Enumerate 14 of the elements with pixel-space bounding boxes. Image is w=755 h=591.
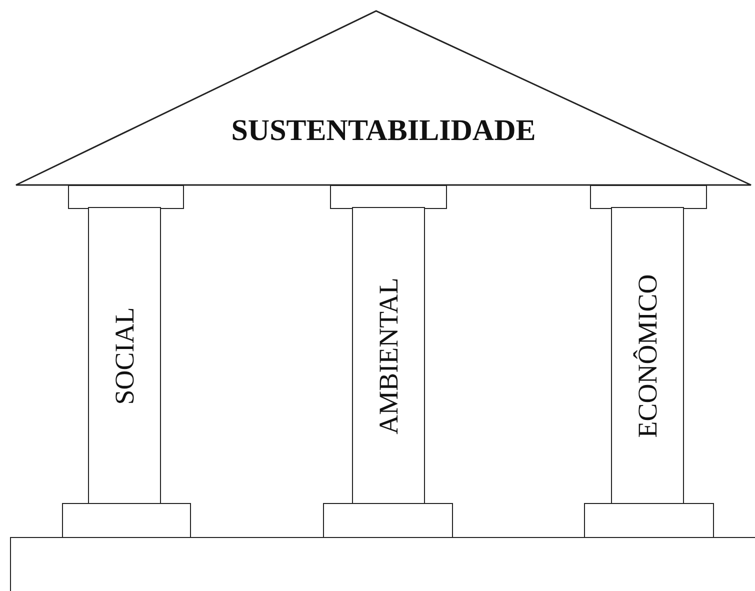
column-capital	[330, 185, 447, 209]
roof-label: SUSTENTABILIDADE	[231, 114, 536, 148]
column-shaft	[611, 207, 684, 504]
column-base	[584, 503, 714, 538]
column-base	[323, 503, 453, 538]
floor-slab	[10, 537, 755, 591]
column-capital	[68, 185, 184, 209]
column-base	[62, 503, 191, 538]
column-shaft	[352, 207, 425, 504]
pillar-label: ECONÔMICO	[632, 274, 663, 438]
column-shaft	[88, 207, 161, 504]
column-capital	[590, 185, 707, 209]
pillar-label: SOCIAL	[109, 306, 140, 404]
pillar-label: AMBIENTAL	[373, 277, 404, 434]
